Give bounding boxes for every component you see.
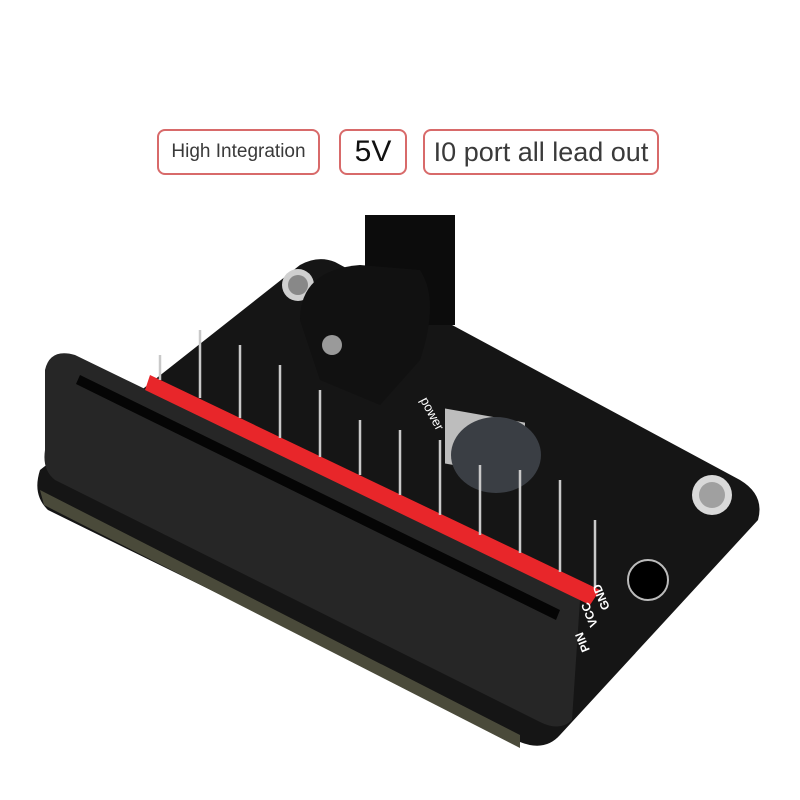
silkscreen-pin: PIN [572,630,592,654]
feature-label-io-port: I0 port all lead out [423,129,659,175]
feature-label-5v: 5V [339,129,407,175]
mounting-hole [627,559,669,601]
pin-headers [145,375,600,605]
buzzer [451,417,541,493]
feature-label-high-integration: High Integration [157,129,320,175]
edge-connector-slot [44,353,580,727]
